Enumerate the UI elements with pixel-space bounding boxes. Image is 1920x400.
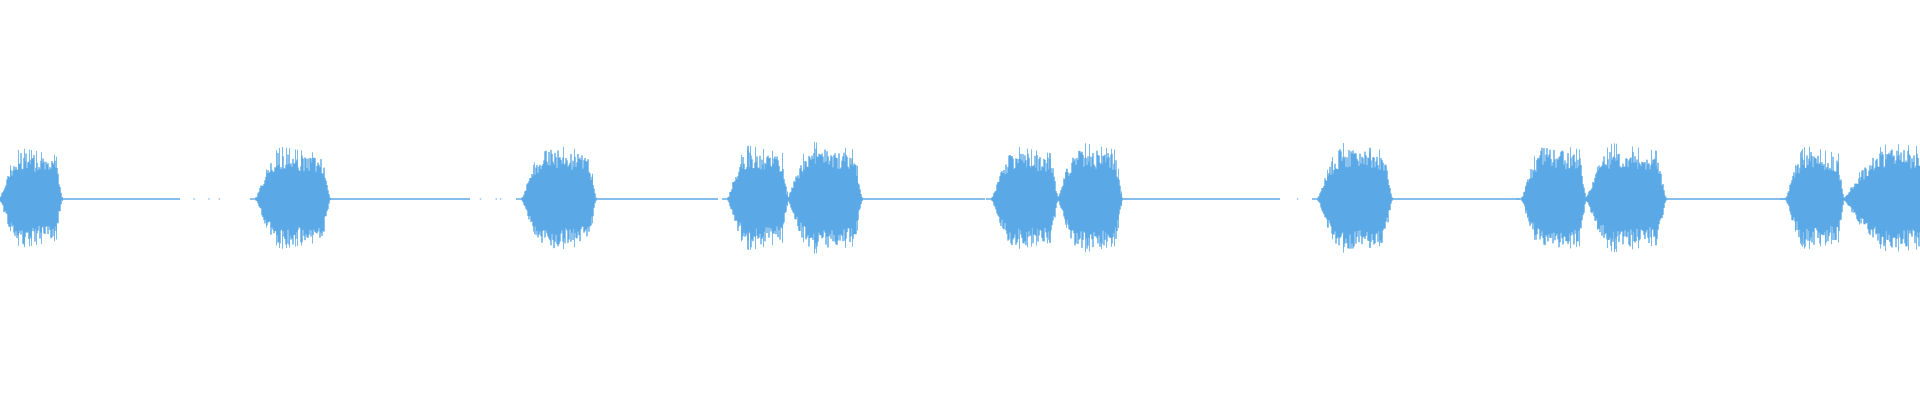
waveform-lobe bbox=[0, 148, 63, 248]
sound-burst bbox=[1521, 143, 1667, 253]
waveform-lobe bbox=[1057, 143, 1123, 253]
waveform-lobe bbox=[521, 146, 597, 250]
waveform-lobe bbox=[787, 141, 863, 254]
waveform-lobe bbox=[255, 147, 331, 249]
sound-burst bbox=[1317, 142, 1393, 253]
waveform-lobe bbox=[1521, 147, 1587, 249]
waveform-lobe bbox=[1785, 146, 1845, 249]
waveform-lobe bbox=[1585, 143, 1667, 253]
waveform-lobe bbox=[1317, 142, 1393, 253]
sound-burst bbox=[0, 148, 63, 248]
waveform-lobe bbox=[991, 146, 1059, 249]
sound-burst bbox=[1785, 144, 1920, 252]
sound-burst bbox=[521, 146, 597, 250]
sound-burst bbox=[255, 147, 331, 249]
sound-burst bbox=[727, 141, 863, 254]
waveform-lobe bbox=[727, 145, 789, 250]
waveform-lobe bbox=[1843, 144, 1920, 252]
sound-burst bbox=[991, 143, 1123, 253]
